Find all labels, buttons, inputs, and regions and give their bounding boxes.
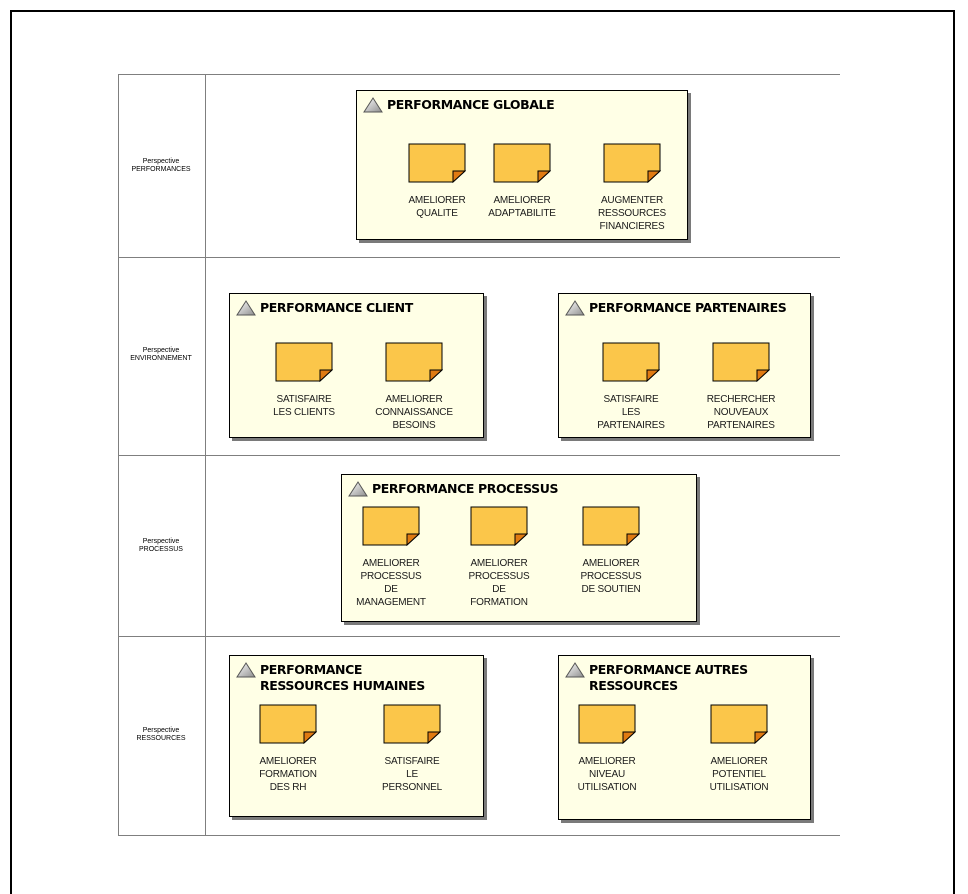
sticky-note-icon [364, 342, 464, 387]
group-title: PERFORMANCE PARTENAIRES [565, 300, 806, 316]
group-title-text: PERFORMANCE GLOBALE [387, 97, 555, 112]
lane-label-line: Perspective [142, 347, 180, 354]
lane-divider [118, 74, 840, 75]
triangle-icon [236, 662, 256, 678]
sticky-note-icon [561, 506, 661, 551]
group-title-text: PERFORMANCE PARTENAIRES [589, 300, 787, 315]
sticky-note-icon [341, 506, 441, 551]
lane-label-line: RESSOURCES [136, 735, 186, 742]
group-title-text: PERFORMANCE CLIENT [260, 300, 413, 315]
sticky-note-icon [557, 704, 657, 749]
sticky-note-icon [449, 506, 549, 551]
lane-label-line: Perspective [142, 727, 180, 734]
group-title: PERFORMANCE PROCESSUS [348, 481, 692, 497]
sticky-note-icon [581, 342, 681, 387]
group-title: PERFORMANCE GLOBALE [363, 97, 683, 113]
triangle-icon [236, 300, 256, 316]
group-title: PERFORMANCE CLIENT [236, 300, 479, 316]
sticky-note-icon [582, 143, 682, 188]
sticky-note-icon [691, 342, 791, 387]
triangle-icon [565, 662, 585, 678]
sticky-note-icon [472, 143, 572, 188]
sticky-note-icon [238, 704, 338, 749]
sticky-note-icon [689, 704, 789, 749]
lane-divider [118, 455, 840, 456]
lane-label-line: PERFORMANCES [131, 166, 191, 173]
sticky-note-icon [387, 143, 487, 188]
sticky-note-icon [254, 342, 354, 387]
triangle-icon [565, 300, 585, 316]
lane-divider [118, 835, 840, 836]
lane-label-line: ENVIRONNEMENT [130, 355, 192, 362]
lane-label-line: Perspective [142, 158, 180, 165]
triangle-icon [363, 97, 383, 113]
lane-divider [118, 636, 840, 637]
page-frame [10, 10, 955, 894]
triangle-icon [348, 481, 368, 497]
sticky-note-icon [362, 704, 462, 749]
group-title-text: PERFORMANCE PROCESSUS [372, 481, 559, 496]
lane-label-line: PROCESSUS [139, 546, 183, 553]
lane-label-line: Perspective [142, 538, 180, 545]
lane-divider [118, 257, 840, 258]
